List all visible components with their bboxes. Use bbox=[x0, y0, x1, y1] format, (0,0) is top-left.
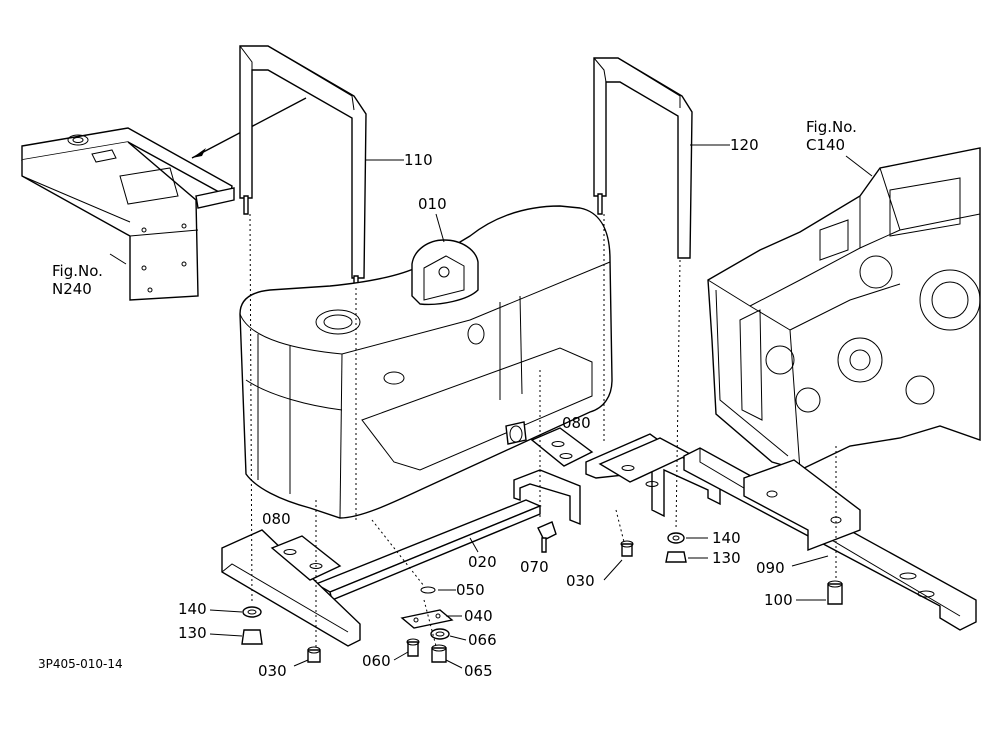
bracket-n240-drawing bbox=[21, 127, 235, 301]
part-130-right-label: 130 bbox=[712, 549, 741, 567]
part-070-label: 070 bbox=[520, 558, 549, 576]
leader-030-left bbox=[293, 659, 309, 667]
leader-065 bbox=[445, 659, 463, 669]
part-080-left-label: 080 bbox=[262, 510, 291, 528]
leader-020 bbox=[469, 537, 479, 553]
leader-130-left bbox=[209, 633, 243, 637]
leader-090 bbox=[791, 555, 829, 567]
part-065-label: 065 bbox=[464, 662, 493, 680]
washer-066-drawing bbox=[430, 628, 450, 640]
c140-leader bbox=[845, 155, 873, 177]
plug-100-drawing bbox=[827, 580, 843, 605]
tank-band-110-drawing bbox=[239, 45, 367, 291]
part-110-label: 110 bbox=[404, 151, 433, 169]
washer-nut-left-drawing bbox=[241, 606, 263, 645]
diagram-id: 3P405-010-14 bbox=[38, 657, 123, 671]
n240-fig-label: Fig.No. bbox=[52, 262, 103, 280]
frame-bracket-drawing bbox=[513, 427, 721, 526]
n240-leader bbox=[109, 253, 127, 265]
arrow-head bbox=[192, 148, 206, 158]
assembly-centerlines bbox=[249, 213, 837, 648]
bolt-030-left-drawing bbox=[307, 646, 321, 663]
transmission-case-drawing bbox=[707, 147, 981, 471]
plug-065-drawing bbox=[431, 644, 447, 663]
part-100-label: 100 bbox=[764, 591, 793, 609]
washer-nut-right-drawing bbox=[665, 532, 687, 563]
leader-066 bbox=[449, 635, 467, 641]
bolt-070-drawing bbox=[537, 521, 557, 553]
part-030-left-label: 030 bbox=[258, 662, 287, 680]
part-060-label: 060 bbox=[362, 652, 391, 670]
bolt-030-right-drawing bbox=[620, 540, 634, 557]
part-130-left-label: 130 bbox=[178, 624, 207, 642]
part-090-label: 090 bbox=[756, 559, 785, 577]
o-ring-050-drawing bbox=[420, 586, 436, 594]
frame-090-drawing bbox=[683, 447, 977, 631]
n240-fig-number: N240 bbox=[52, 280, 92, 298]
c140-fig-number: C140 bbox=[806, 136, 845, 154]
part-080-right-label: 080 bbox=[562, 414, 591, 432]
part-140-left-label: 140 bbox=[178, 600, 207, 618]
part-020-label: 020 bbox=[468, 553, 497, 571]
bolt-060-drawing bbox=[406, 638, 420, 657]
plate-040-drawing bbox=[400, 609, 454, 629]
fuel-tank-drawing bbox=[239, 205, 613, 519]
lower-left-bracket-drawing bbox=[221, 529, 361, 647]
part-040-label: 040 bbox=[464, 607, 493, 625]
part-010-label: 010 bbox=[418, 195, 447, 213]
leader-030-right bbox=[603, 559, 623, 581]
leader-010 bbox=[435, 213, 445, 243]
part-120-label: 120 bbox=[730, 136, 759, 154]
part-066-label: 066 bbox=[468, 631, 497, 649]
part-050-label: 050 bbox=[456, 581, 485, 599]
part-030-right-label: 030 bbox=[566, 572, 595, 590]
c140-fig-label: Fig.No. bbox=[806, 118, 857, 136]
part-140-right-label: 140 bbox=[712, 529, 741, 547]
tank-band-120-drawing bbox=[593, 57, 693, 259]
leader-140-left bbox=[209, 609, 243, 613]
leader-060 bbox=[393, 651, 409, 661]
